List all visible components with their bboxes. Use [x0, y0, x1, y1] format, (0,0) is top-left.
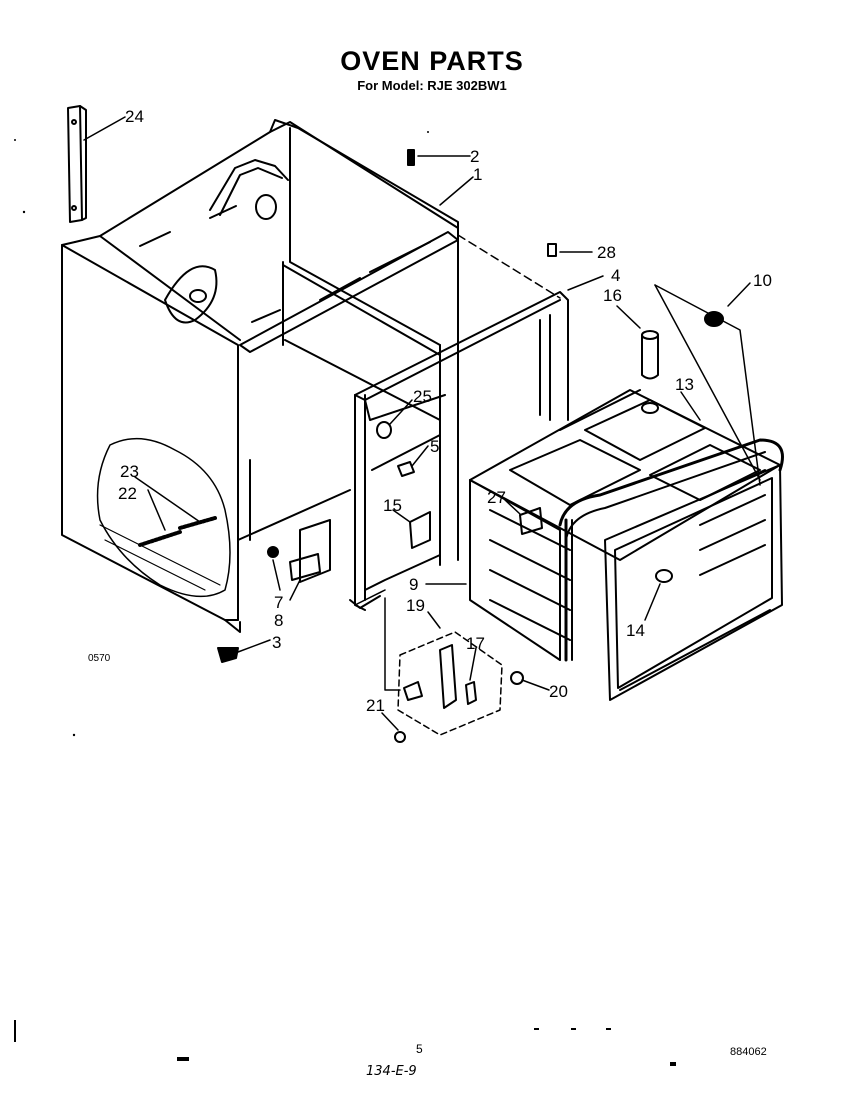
part-10-cap: [704, 311, 724, 327]
page-title: OVEN PARTS: [340, 46, 524, 76]
leader-lines: [83, 116, 761, 731]
part-20-screw: [510, 671, 524, 685]
callout-14: 14: [626, 621, 645, 640]
model-subtitle: For Model: RJE 302BW1: [357, 78, 507, 93]
part-28-cap: [547, 243, 557, 257]
callout-21: 21: [366, 696, 385, 715]
page-number: 5: [416, 1042, 423, 1056]
callout-13: 13: [675, 375, 694, 394]
handwritten-note: 134-E-9: [366, 1064, 417, 1079]
part-15-bracket: [409, 511, 431, 549]
part-2-screw: [407, 149, 415, 166]
callout-15: 15: [383, 496, 402, 515]
corner-code: 0570: [88, 653, 111, 664]
document-number: 884062: [730, 1046, 767, 1058]
callout-24: 24: [125, 107, 144, 126]
part-5-bushing: [397, 461, 415, 477]
callout-20: 20: [549, 682, 568, 701]
part-21-nut: [394, 731, 406, 743]
callout-1: 1: [473, 165, 482, 184]
callout-4: 4: [611, 266, 620, 285]
oven-cabinet: [61, 119, 459, 633]
callout-3: 3: [272, 633, 281, 652]
part-27-clip: [519, 507, 543, 535]
callout-27: 27: [487, 488, 506, 507]
callout-19: 19: [406, 596, 425, 615]
callout-7: 7: [274, 593, 283, 612]
callout-17: 17: [466, 634, 485, 653]
callout-22: 22: [118, 484, 137, 503]
callout-labels: 24 2 1 28 4 16 10 13 25 5 15 27 23 22 7 …: [88, 107, 772, 715]
part-3-screw: [217, 647, 239, 663]
callout-2: 2: [470, 147, 479, 166]
callout-8: 8: [274, 611, 283, 630]
scan-marks: [14, 131, 676, 1066]
part-8-hinge: [289, 519, 331, 583]
callout-25: 25: [413, 387, 432, 406]
callout-10: 10: [753, 271, 772, 290]
part-16-tube: [641, 330, 659, 414]
callout-9: 9: [409, 575, 418, 594]
part-22-spring: [138, 530, 182, 547]
part-25-grommet: [376, 421, 392, 439]
callout-23: 23: [120, 462, 139, 481]
callout-16: 16: [603, 286, 622, 305]
part-19-hinge-assembly: [397, 631, 503, 736]
part-7-nut: [267, 546, 279, 558]
oven-liner: [469, 389, 784, 701]
callout-5: 5: [430, 437, 439, 456]
callout-28: 28: [597, 243, 616, 262]
part-24-bracket: [67, 105, 87, 223]
part-23-spring: [178, 516, 217, 530]
